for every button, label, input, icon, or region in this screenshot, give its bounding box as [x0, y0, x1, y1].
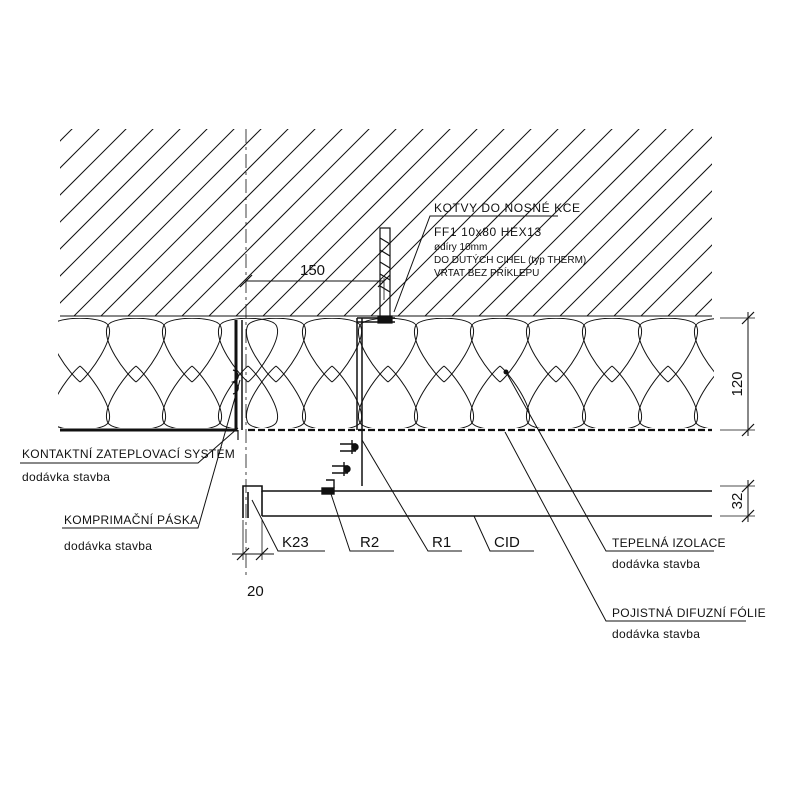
- insulation-note: TEPELNÁ IZOLACE dodávka stavba: [503, 369, 726, 571]
- dim-150-text: 150: [300, 262, 325, 279]
- anchor-dowel: [377, 227, 393, 324]
- dimension-32: 32: [720, 479, 755, 523]
- anchors-note: KOTVY DO NOSNÉ KCE FF1 10x80 HEX13 ødíry…: [393, 200, 586, 313]
- etics-sub: dodávka stavba: [22, 470, 110, 484]
- k23-label: K23: [282, 534, 309, 551]
- anchors-title: KOTVY DO NOSNÉ KCE: [434, 200, 581, 215]
- anchors-line3: DO DUTÝCH CIHEL (typ THERM): [434, 253, 586, 266]
- mounting-clips: [321, 440, 359, 495]
- tape-sub: dodávka stavba: [64, 539, 152, 553]
- r1-label: R1: [432, 534, 451, 551]
- etics-label: KONTAKTNÍ ZATEPLOVACÍ SYSTÉM: [22, 446, 235, 461]
- thermal-insulation: [58, 318, 714, 432]
- cid-label: CID: [494, 534, 520, 551]
- insulation-sub: dodávka stavba: [612, 557, 700, 571]
- tape-label: KOMPRIMAČNÍ PÁSKA: [64, 512, 198, 527]
- foil-note: POJISTNÁ DIFUZNÍ FÓLIE dodávka stavba: [504, 431, 766, 641]
- foil-label: POJISTNÁ DIFUZNÍ FÓLIE: [612, 605, 766, 620]
- masonry-wall: [60, 129, 712, 317]
- dimension-120: 120: [720, 311, 755, 437]
- insulation-label: TEPELNÁ IZOLACE: [612, 535, 726, 550]
- foil-sub: dodávka stavba: [612, 627, 700, 641]
- tape-note: KOMPRIMAČNÍ PÁSKA dodávka stavba: [62, 379, 241, 553]
- dim-120-text: 120: [729, 371, 746, 396]
- etics-note: KONTAKTNÍ ZATEPLOVACÍ SYSTÉM dodávka sta…: [20, 427, 239, 484]
- dimension-150: 150: [239, 262, 391, 300]
- anchors-line4: VRTAT BEZ PŘÍKLEPU: [434, 266, 539, 279]
- bracket: [356, 317, 395, 486]
- cladding-panel: [242, 485, 712, 518]
- dimension-20: 20: [232, 520, 274, 600]
- r2-label: R2: [360, 534, 379, 551]
- dim-32-text: 32: [729, 493, 746, 510]
- profile-labels: K23 R2 R1 CID: [251, 439, 534, 552]
- dim-20-text: 20: [247, 583, 264, 600]
- anchors-line2: ødíry 10mm: [434, 242, 487, 253]
- anchors-line1: FF1 10x80 HEX13: [434, 225, 542, 239]
